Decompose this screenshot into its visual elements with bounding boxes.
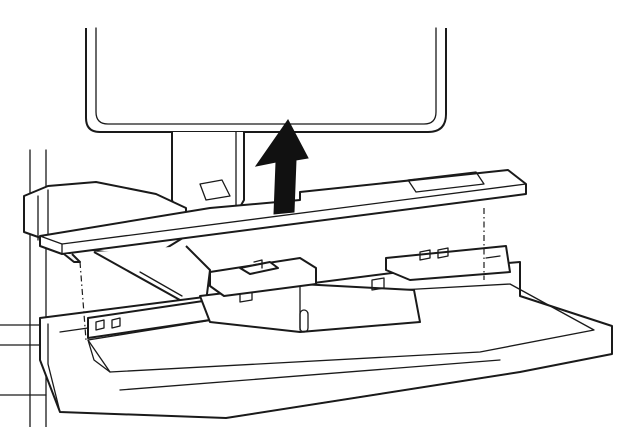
tray-compartments [87, 245, 511, 339]
alignment-guides [79, 208, 485, 341]
monitor [85, 27, 447, 133]
connector-hub [209, 257, 317, 333]
monitor-stand [171, 131, 245, 215]
lift-arrow-icon [254, 119, 309, 215]
